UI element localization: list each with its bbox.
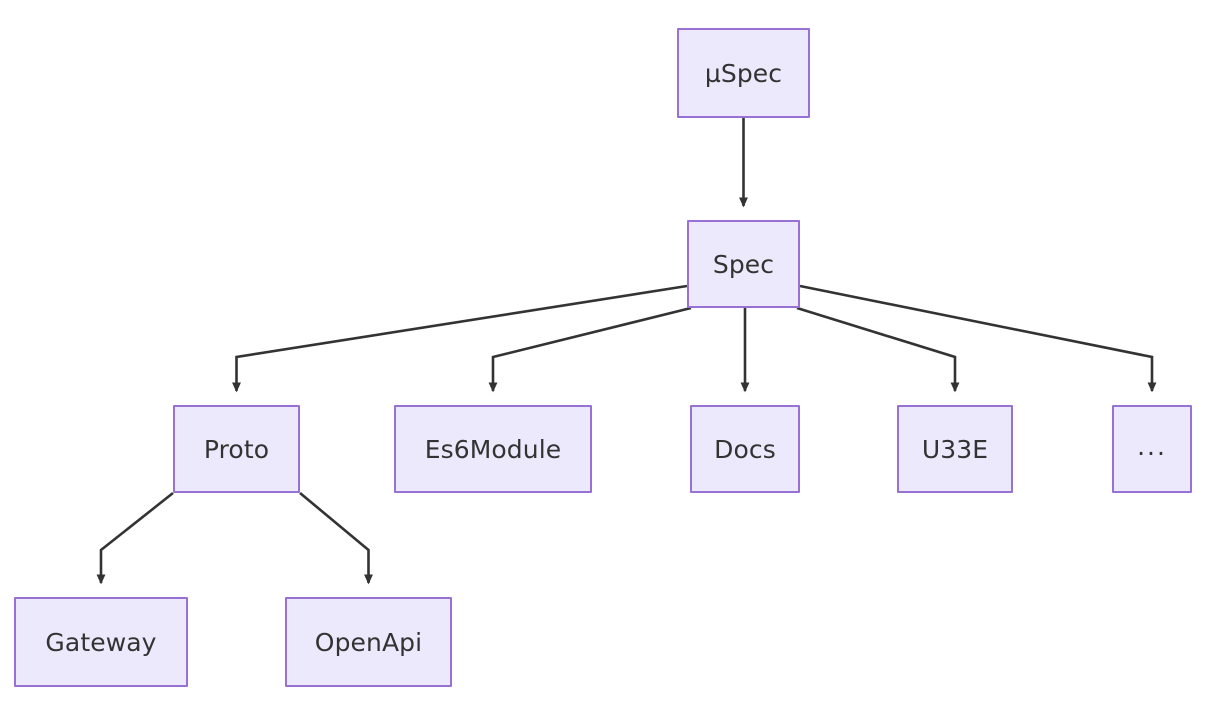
node-docs[interactable]: Docs	[690, 405, 800, 493]
node-proto-label: Proto	[203, 434, 270, 464]
node-proto[interactable]: Proto	[173, 405, 300, 493]
edge-proto-gateway	[96, 491, 174, 585]
edge-proto-openapi	[299, 492, 373, 585]
node-docs-label: Docs	[714, 434, 776, 464]
edge-spec-u33e	[796, 306, 960, 393]
node-gateway[interactable]: Gateway	[14, 597, 188, 687]
node-es6module[interactable]: Es6Module	[394, 405, 592, 493]
node-more[interactable]: ...	[1112, 405, 1192, 493]
node-es6module-label: Es6Module	[424, 434, 562, 464]
node-gateway-label: Gateway	[45, 627, 157, 657]
node-u33e[interactable]: U33E	[897, 405, 1013, 493]
node-u33e-label: U33E	[921, 434, 989, 464]
node-openapi-label: OpenApi	[314, 627, 423, 657]
edge-spec-proto	[232, 284, 688, 393]
node-spec[interactable]: Spec	[687, 220, 800, 308]
edge-spec-more	[799, 284, 1157, 393]
node-spec-label: Spec	[712, 249, 775, 279]
node-uspec[interactable]: µSpec	[677, 28, 810, 118]
node-uspec-label: µSpec	[704, 58, 783, 88]
node-openapi[interactable]: OpenApi	[285, 597, 452, 687]
edge-spec-es6module	[488, 306, 692, 393]
node-more-label: ...	[1137, 431, 1167, 461]
